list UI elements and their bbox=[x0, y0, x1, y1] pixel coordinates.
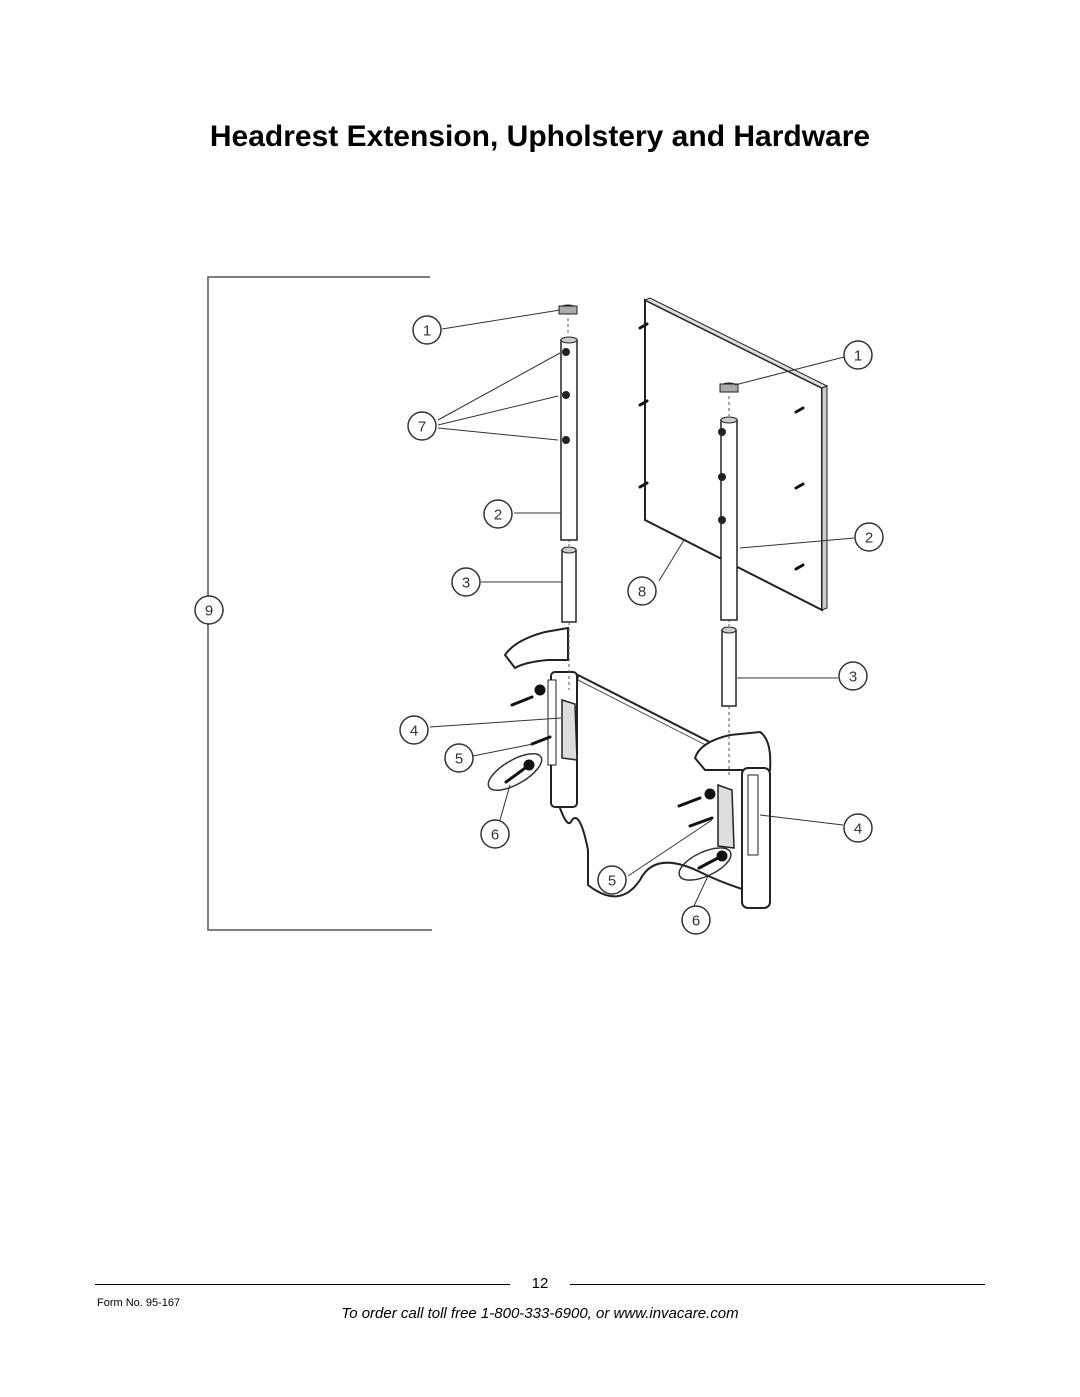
callout-4-left bbox=[399, 715, 429, 745]
callout-label: 1 bbox=[423, 323, 431, 340]
callout-8 bbox=[627, 576, 657, 606]
callout-label: 6 bbox=[692, 913, 700, 930]
callout-label: 1 bbox=[854, 348, 862, 365]
callout-label: 5 bbox=[455, 751, 463, 768]
callout-label: 8 bbox=[638, 584, 646, 601]
form-number: Form No. 95-167 bbox=[97, 1297, 181, 1309]
left-headrest-assembly bbox=[547, 304, 578, 766]
order-line: To order call toll free 1-800-333-6900, … bbox=[341, 1305, 739, 1322]
page-number: 12 bbox=[531, 1275, 549, 1292]
callout-2-right bbox=[854, 522, 884, 552]
callout-label: 7 bbox=[418, 419, 426, 436]
callout-9 bbox=[194, 595, 224, 625]
callout-6-right bbox=[681, 905, 711, 935]
callout-6-left bbox=[480, 819, 510, 849]
callout-1-left bbox=[412, 315, 442, 345]
right-headrest-assembly bbox=[717, 382, 759, 856]
callout-7 bbox=[407, 411, 437, 441]
callouts bbox=[194, 315, 884, 935]
left-tube-insert bbox=[561, 549, 577, 623]
callout-label: 9 bbox=[205, 603, 213, 620]
callout-1-right bbox=[843, 340, 873, 370]
callout-label: 2 bbox=[494, 507, 502, 524]
footer-rule-left bbox=[95, 1284, 510, 1285]
callout-label: 5 bbox=[608, 873, 616, 890]
footer-rule-right bbox=[570, 1284, 985, 1285]
right-clamp bbox=[717, 783, 735, 849]
left-hardware-highlight bbox=[487, 753, 543, 791]
callout-3-right bbox=[838, 661, 868, 691]
assembly-bracket bbox=[207, 276, 432, 931]
right-hardware bbox=[677, 788, 728, 870]
callout-4-right bbox=[843, 813, 873, 843]
left-hardware bbox=[504, 684, 552, 784]
callout-label: 6 bbox=[491, 827, 499, 844]
callout-label: 3 bbox=[462, 575, 470, 592]
callout-label: 4 bbox=[854, 821, 862, 838]
callout-label: 4 bbox=[410, 723, 418, 740]
right-hardware-highlight bbox=[678, 847, 732, 881]
callout-3-left bbox=[451, 567, 481, 597]
page-title: Headrest Extension, Upholstery and Hardw… bbox=[209, 120, 871, 153]
callout-5-right bbox=[597, 865, 627, 895]
callout-label: 3 bbox=[849, 669, 857, 686]
callout-label: 2 bbox=[865, 530, 873, 547]
left-clamp bbox=[561, 698, 578, 761]
callout-5-left bbox=[444, 743, 474, 773]
callout-2-left bbox=[483, 499, 513, 529]
leader-lines bbox=[208, 309, 855, 909]
callout-labels: 1 7 2 3 9 4 5 6 1 2 8 3 4 5 6 bbox=[205, 323, 873, 930]
right-tube-insert bbox=[721, 629, 737, 707]
